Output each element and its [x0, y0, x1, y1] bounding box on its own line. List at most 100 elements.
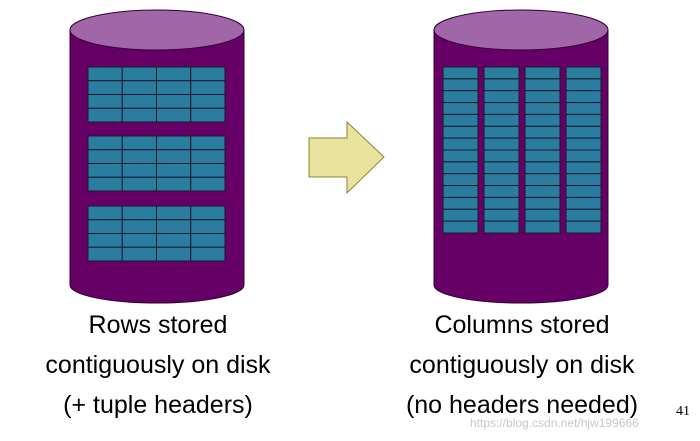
grid-cell — [483, 125, 520, 139]
grid-cell — [87, 163, 123, 178]
column-strip — [442, 66, 479, 234]
grid-cell — [190, 107, 226, 123]
column-strip — [565, 66, 602, 234]
row-block — [87, 205, 226, 262]
grid-cell — [483, 173, 520, 187]
grid-cell — [442, 208, 479, 222]
grid-cell — [156, 246, 192, 262]
grid-cell — [565, 185, 602, 198]
grid-cell — [87, 246, 123, 262]
grid-cell — [483, 66, 520, 80]
grid-cell — [190, 233, 226, 248]
grid-cell — [524, 137, 561, 151]
left-disk-cylinder — [69, 9, 245, 304]
grid-cell — [190, 80, 226, 95]
grid-cell — [87, 107, 123, 123]
grid-cell — [190, 246, 226, 262]
grid-cell — [190, 135, 226, 151]
grid-cell — [565, 149, 602, 163]
grid-cell — [565, 161, 602, 175]
grid-cell — [156, 80, 192, 95]
grid-cell — [121, 205, 157, 221]
column-blocks — [442, 66, 602, 234]
rows-caption-line-3: (+ tuple headers) — [63, 391, 253, 419]
column-strip — [524, 66, 561, 234]
grid-cell — [156, 135, 192, 151]
grid-cell — [483, 78, 520, 92]
grid-cell — [121, 233, 157, 248]
grid-cell — [524, 196, 561, 210]
grid-cell — [87, 149, 123, 164]
grid-cell — [442, 125, 479, 139]
grid-cell — [483, 90, 520, 104]
right-disk-cylinder — [433, 9, 609, 304]
columns-caption-line-1: Columns stored — [434, 311, 610, 339]
columns-caption-line-2: contiguously on disk — [409, 351, 635, 379]
grid-cell — [190, 66, 226, 82]
grid-cell — [524, 220, 561, 234]
grid-cell — [156, 205, 192, 221]
grid-cell — [565, 220, 602, 234]
grid-cell — [190, 176, 226, 192]
row-block — [87, 66, 226, 123]
grid-cell — [87, 219, 123, 234]
grid-cell — [156, 176, 192, 192]
grid-cell — [483, 102, 520, 115]
grid-cell — [524, 102, 561, 115]
grid-cell — [524, 173, 561, 187]
grid-cell — [121, 176, 157, 192]
grid-cell — [442, 137, 479, 151]
grid-cell — [190, 94, 226, 109]
grid-cell — [156, 149, 192, 164]
grid-cell — [190, 219, 226, 234]
grid-cell — [524, 78, 561, 92]
grid-cell — [483, 196, 520, 210]
grid-cell — [87, 205, 123, 221]
grid-cell — [442, 90, 479, 104]
grid-cell — [565, 102, 602, 115]
grid-cell — [524, 90, 561, 104]
grid-cell — [121, 66, 157, 82]
column-strip — [483, 66, 520, 234]
grid-cell — [524, 208, 561, 222]
rows-caption: Rows stored contiguously on disk (+ tupl… — [8, 305, 308, 425]
grid-cell — [565, 137, 602, 151]
grid-cell — [87, 66, 123, 82]
grid-cell — [121, 219, 157, 234]
grid-cell — [121, 149, 157, 164]
grid-cell — [156, 94, 192, 109]
grid-cell — [483, 161, 520, 175]
grid-cell — [156, 107, 192, 123]
grid-cell — [565, 173, 602, 187]
grid-cell — [190, 149, 226, 164]
grid-cell — [442, 220, 479, 234]
grid-cell — [483, 113, 520, 127]
rows-caption-line-2: contiguously on disk — [45, 351, 271, 379]
grid-cell — [121, 107, 157, 123]
grid-cell — [565, 66, 602, 80]
columns-caption: Columns stored contiguously on disk (no … — [372, 305, 672, 425]
grid-cell — [87, 176, 123, 192]
grid-cell — [87, 94, 123, 109]
grid-cell — [483, 208, 520, 222]
grid-cell — [524, 113, 561, 127]
right-arrow-icon — [308, 120, 385, 195]
grid-cell — [442, 173, 479, 187]
grid-cell — [483, 220, 520, 234]
grid-cell — [156, 66, 192, 82]
grid-cell — [156, 233, 192, 248]
grid-cell — [524, 161, 561, 175]
grid-cell — [565, 90, 602, 104]
grid-cell — [190, 163, 226, 178]
watermark: https://blog.csdn.net/hjw199666 — [470, 416, 639, 430]
grid-cell — [121, 135, 157, 151]
grid-cell — [442, 113, 479, 127]
grid-cell — [524, 125, 561, 139]
grid-cell — [565, 196, 602, 210]
grid-cell — [565, 113, 602, 127]
grid-cell — [483, 149, 520, 163]
left-cylinder-top — [69, 9, 245, 51]
grid-cell — [565, 208, 602, 222]
grid-cell — [87, 80, 123, 95]
